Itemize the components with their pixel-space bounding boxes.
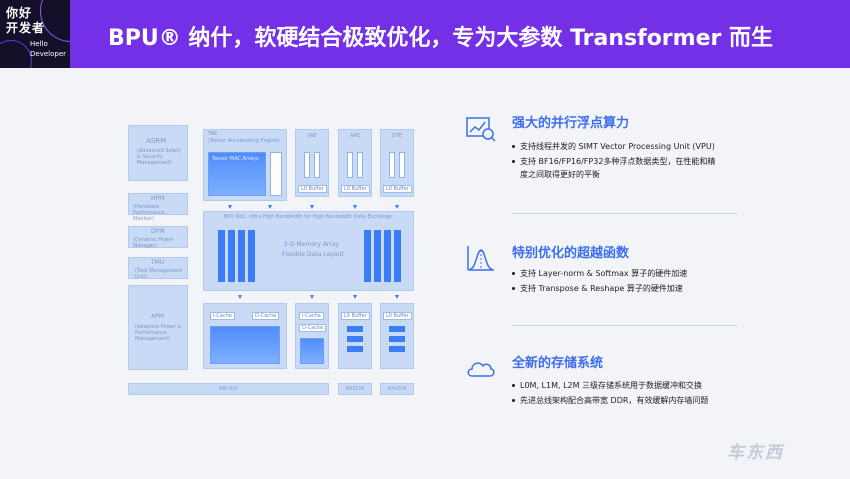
feature-bullet-cont: 度之间取得更好的平衡 <box>520 170 600 179</box>
analytics-icon <box>466 117 496 142</box>
dpm-block: DPM (Dynamic Power Manager) <box>128 226 188 249</box>
tensor-mac-array: Tensor MAC Arrays <box>208 152 266 196</box>
icache-label: I-Cache <box>210 312 235 320</box>
vae-l0-buffer: L0 Buffer <box>298 185 327 193</box>
asrm-block: ASRM (Advanced Safety & Security Managem… <box>128 125 188 181</box>
tmu-label: TMU <box>151 259 165 266</box>
aae-label: AAE <box>350 133 361 139</box>
dcache-label: D-Cache <box>252 312 280 320</box>
apm-label: APM <box>151 313 164 320</box>
core2-block: I-Cache D-Cache <box>295 303 329 369</box>
tae-side-buffer <box>270 152 282 196</box>
page-title: BPU® 纳什，软硬结合极致优化，专为大参数 Transformer 而生 <box>108 26 774 51</box>
logo-line4: Developer <box>30 50 67 58</box>
asrm-desc: (Advanced Safety & Security Management) <box>137 148 182 166</box>
dte-l0-buffer: L0 Buffer <box>383 185 412 193</box>
data-layout-label: Flexible Data Layout <box>282 251 344 258</box>
watermark: 车东西 <box>727 443 784 463</box>
vae-block: VAE L0 Buffer <box>295 129 329 197</box>
hpm-block: HPM (Hardware Performance Monitor) <box>128 193 188 222</box>
dte-label: DTE <box>392 133 403 139</box>
aae-block: AAE L0 Buffer <box>338 129 372 197</box>
hello-developer-logo: 你好 开发者 Hello Developer <box>0 0 70 68</box>
hpm-label: HPM <box>151 195 165 202</box>
logo-line1: 你好 <box>6 6 33 20</box>
divider <box>512 213 737 214</box>
feature-bullet: 支持 Transpose & Reshape 算子的硬件加速 <box>512 282 683 295</box>
cloud-icon <box>467 362 495 377</box>
tae-desc: (Tensor Accelerating Engine) <box>208 138 280 144</box>
logo-line2: 开发者 <box>6 21 46 35</box>
apm-block: APM (Adaptive Power & Performance Manage… <box>128 285 188 370</box>
dpm-desc: (Dynamic Power Manager) <box>133 237 174 249</box>
feature-bullet: 支持 BF16/FP16/FP32多种浮点数据类型，在性能和精 <box>512 155 715 168</box>
feature-heading: 全新的存储系统 <box>512 356 604 371</box>
dte-block: DTE L0 Buffer <box>380 129 414 197</box>
memory-array-block: BPU NoC, Ultra High Bandwidth for High B… <box>203 211 414 291</box>
apm-desc: (Adaptive Power & Performance Management… <box>135 324 182 342</box>
logo-line3: Hello <box>30 40 48 48</box>
noc-caption: BPU NoC, Ultra High Bandwidth for High B… <box>224 214 392 220</box>
dpm-label: DPM <box>151 228 165 235</box>
feature-bullet: 支持 Layer-norm & Softmax 算子的硬件加速 <box>512 267 687 280</box>
aae-l0-buffer: L0 Buffer <box>341 185 370 193</box>
tensor-mac-label: Tensor MAC Arrays <box>212 156 259 162</box>
tmu-desc: (Task Management Unit) <box>135 268 183 280</box>
hpm-desc: (Hardware Performance Monitor) <box>133 204 165 222</box>
core3-block: L0 Buffer <box>338 303 372 369</box>
tmu-block: TMU (Task Management Unit) <box>128 257 188 280</box>
divider <box>512 325 737 326</box>
bell-curve-icon <box>467 246 494 271</box>
core4-block: L0 Buffer <box>380 303 414 369</box>
vae-label: VAE <box>307 133 317 139</box>
memory-array-label: 2-D Memory Array <box>284 241 339 248</box>
feature-bullet: 支持线程并发的 SIMT Vector Processing Unit (VPU… <box>512 140 715 153</box>
feature-heading: 特别优化的超越函数 <box>512 246 630 261</box>
bus-axi-chi-2: AXI/CHI <box>380 383 414 395</box>
scalar-core-block: I-Cache D-Cache <box>203 303 287 369</box>
bpu-architecture-diagram: ASRM (Advanced Safety & Security Managem… <box>128 125 414 397</box>
bus-axi-slv: AXI-SLV <box>128 383 329 395</box>
feature-heading: 强大的并行浮点算力 <box>512 116 630 131</box>
feature-bullet: L0M, L1M, L2M 三级存储系统用于数据缓冲和交换 <box>512 379 702 392</box>
bus-axi-chi-1: AXI/CHI <box>338 383 372 395</box>
header-banner: 你好 开发者 Hello Developer BPU® 纳什，软硬结合极致优化，… <box>0 0 850 68</box>
feature-bullet: 先进总线架构配合高带宽 DDR，有效缓解内存墙问题 <box>512 394 708 407</box>
asrm-label: ASRM <box>146 137 167 145</box>
tae-block: TAE (Tensor Accelerating Engine) Tensor … <box>203 129 287 201</box>
tae-label: TAE <box>208 131 218 137</box>
